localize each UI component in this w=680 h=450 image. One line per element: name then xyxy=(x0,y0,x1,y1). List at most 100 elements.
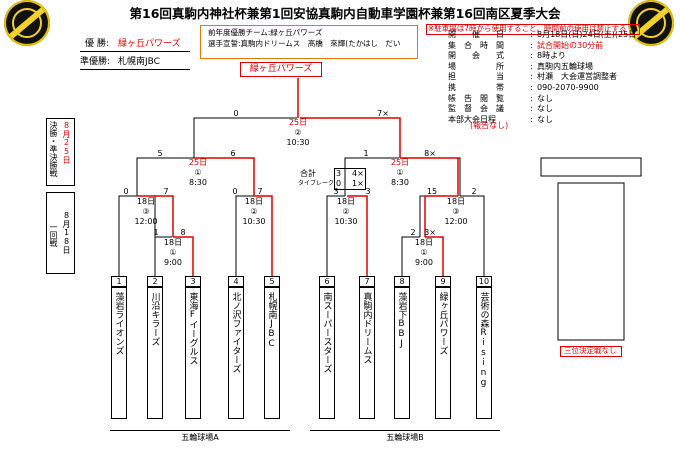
score-left: 0 xyxy=(123,187,129,196)
score-left: 5 xyxy=(157,149,163,158)
champion-name: 緑ヶ丘パワーズ xyxy=(118,39,181,49)
team-name: 札幌南JBC xyxy=(266,292,277,349)
info-label: 本部大会日程 xyxy=(448,114,496,124)
final-round-box xyxy=(46,118,75,186)
info-colon: : xyxy=(530,104,533,114)
parking-notice: ※駐車場は7時から使用すること。時間前の使用は禁止する xyxy=(428,24,627,33)
winner-name: 緑ヶ丘パワーズ xyxy=(249,64,313,74)
score-right: 7× xyxy=(377,109,389,118)
oath-player: 選手宣誓:真駒内ドリームス 髙橋 來輝(たかはし だい xyxy=(208,39,401,48)
score-left: 1 xyxy=(363,149,369,158)
team-box: 北ノ沢ファイターズ xyxy=(228,287,244,419)
team-box: 芸術の森Rising xyxy=(476,287,492,419)
match-time: 8:30 xyxy=(189,178,207,187)
divider xyxy=(80,51,190,52)
match-date: 25日 xyxy=(390,158,410,167)
team-number: 7 xyxy=(359,276,375,287)
info-value: なし xyxy=(537,114,553,124)
score-left: 1 xyxy=(153,228,159,237)
info-value: なし xyxy=(537,104,553,114)
total-right: 4× xyxy=(352,169,364,178)
info-colon: : xyxy=(530,83,533,92)
match-number: ② xyxy=(250,207,258,216)
info-colon: : xyxy=(530,30,533,39)
team-box: 真駒内ドリームス xyxy=(359,287,375,419)
info-value: 8時より xyxy=(537,51,566,61)
info-value: 試合開始の30分前 xyxy=(537,40,604,50)
tiebreak-right: 1× xyxy=(352,179,364,188)
team-number: 1 xyxy=(111,276,127,287)
first-round-box xyxy=(46,192,75,274)
info-label: 携 帯 xyxy=(448,83,504,92)
match-number: ② xyxy=(294,128,302,137)
team-name: 藻岩下BBJ xyxy=(396,292,407,349)
info-label: 開 会 式 xyxy=(448,51,504,61)
runnerup-label: 準優勝: xyxy=(80,57,111,67)
info-colon: : xyxy=(530,93,533,103)
info-label: 担 当 xyxy=(448,72,504,82)
team-box: 南スーパースターズ xyxy=(319,287,335,419)
score-left: 15 xyxy=(426,187,438,196)
team-box: 東海Fイーグルス xyxy=(185,287,201,419)
team-name: 東海Fイーグルス xyxy=(187,292,198,365)
third-place-box xyxy=(560,346,622,357)
info-colon: : xyxy=(530,61,533,71)
venue-line-a xyxy=(110,430,290,431)
match-number: ③ xyxy=(142,207,150,216)
match-date: 25日 xyxy=(288,118,308,127)
team-number: 8 xyxy=(394,276,410,287)
match-number: ① xyxy=(169,248,177,257)
team-box: 藻岩ライオンズ xyxy=(111,287,127,419)
team-box: 藻岩下BBJ xyxy=(394,287,410,419)
match-time: 9:00 xyxy=(164,258,182,267)
team-number: 3 xyxy=(185,276,201,287)
match-time: 10:30 xyxy=(334,217,358,226)
score-right: 8 xyxy=(180,228,186,237)
info-value: なし xyxy=(537,93,553,103)
left-logo-icon xyxy=(4,0,50,46)
page-title: 第16回真駒内神社杯兼第1回安協真駒内自動車学園杯兼第16回南区夏季大会 xyxy=(129,6,561,21)
total-label: 合計 xyxy=(300,169,316,178)
venue-line-b xyxy=(310,430,500,431)
info-colon: : xyxy=(530,72,533,82)
score-right: 7 xyxy=(163,187,169,196)
team-name: 真駒内ドリームス xyxy=(361,292,372,364)
tiebreak-label: タイブレーク xyxy=(298,180,335,187)
match-date: 18日 xyxy=(446,197,466,206)
info-label: 場 所 xyxy=(448,61,504,71)
match-date: 18日 xyxy=(136,197,156,206)
match-date: 18日 xyxy=(244,197,264,206)
first-round-date: 8月18日 xyxy=(62,211,71,254)
info-value: 8月18日(日)24日(土)(25日 xyxy=(537,30,637,39)
total-left: 3 xyxy=(336,169,342,178)
tiebreak-left: 0 xyxy=(336,179,342,188)
match-date: 18日 xyxy=(414,238,434,247)
match-number: ① xyxy=(396,168,404,177)
team-name: 藻岩ライオンズ xyxy=(113,292,124,355)
score-left: 2 xyxy=(410,228,416,237)
info-label: 監 督 会 議 xyxy=(448,104,504,114)
venue-a: 五輪球場A xyxy=(181,433,219,442)
final-round-date: 8月25日 xyxy=(62,121,71,164)
match-time: 12:00 xyxy=(134,217,158,226)
score-left: 0 xyxy=(232,187,238,196)
winner-box xyxy=(240,62,322,77)
match-number: ② xyxy=(342,207,350,216)
score-right: 3 xyxy=(365,187,371,196)
final-round-label: 決勝・準決勝戦 xyxy=(49,121,58,177)
team-box: 札幌南JBC xyxy=(264,287,280,419)
team-name: 芸術の森Rising xyxy=(478,292,489,388)
team-box: 緑ヶ丘パワーズ xyxy=(435,287,451,419)
score-right: 2 xyxy=(471,187,477,196)
team-number: 4 xyxy=(228,276,244,287)
team-number: 10 xyxy=(476,276,492,287)
score-right: 7 xyxy=(257,187,263,196)
info-colon: : xyxy=(530,114,533,124)
first-round-label: 一回戦 xyxy=(49,223,58,247)
match-time: 8:30 xyxy=(391,178,409,187)
runnerup-name: 札幌南JBC xyxy=(118,57,160,67)
info-value: 090-2070-9900 xyxy=(537,83,599,92)
previous-winner-box xyxy=(200,25,418,59)
previous-winner: 前年度優勝チーム:緑ヶ丘パワーズ xyxy=(208,28,323,37)
